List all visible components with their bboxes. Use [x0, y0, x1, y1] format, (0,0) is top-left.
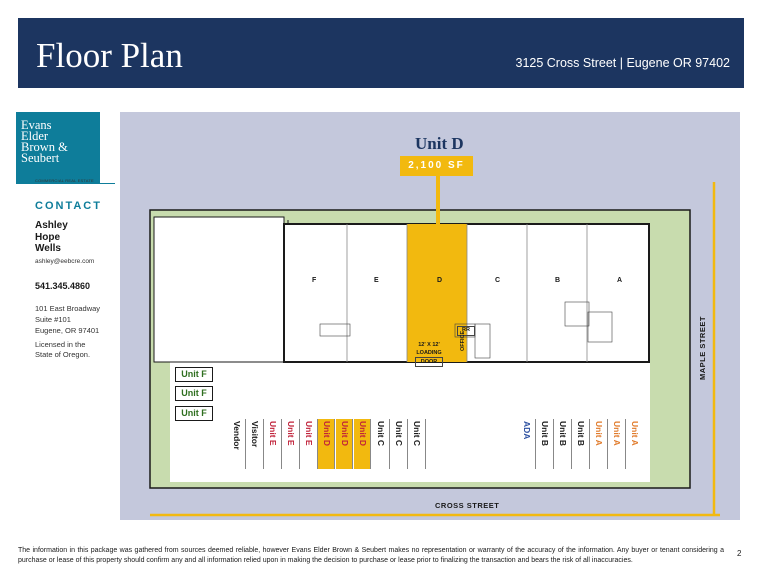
unit-f-label: Unit F	[181, 408, 207, 418]
stall-label: Vendor	[232, 421, 242, 450]
unit-size-label: 2,100 SF	[408, 160, 465, 171]
logo-line: Seubert	[21, 151, 60, 165]
cross-street-label: CROSS STREET	[435, 501, 500, 510]
property-address: 3125 Cross Street | Eugene OR 97402	[515, 56, 731, 70]
parking-stall: Unit B	[572, 419, 590, 469]
address-line: Eugene, OR 97401	[35, 326, 100, 335]
loading-door-box: DOOR	[415, 357, 443, 367]
parking-stall: Unit E	[264, 419, 282, 469]
stall-label: Unit E	[268, 421, 278, 446]
contact-phone: 541.345.4860	[35, 281, 91, 291]
parking-stall: Unit A	[608, 419, 626, 469]
unit-title: Unit D	[415, 134, 464, 153]
parking-stall: Unit C	[408, 419, 426, 469]
stall-label: Unit A	[612, 421, 622, 446]
floor-plan-drawing	[149, 176, 720, 517]
parking-stall: Visitor	[246, 419, 264, 469]
stall-label: Unit B	[540, 421, 550, 447]
contact-name-line: Wells	[35, 243, 61, 254]
stall-label: Unit D	[322, 421, 332, 447]
logo-line: Elder	[21, 129, 49, 143]
parking-stall-highlight: Unit D	[318, 419, 335, 469]
restroom-label: RR	[457, 326, 475, 336]
contact-email[interactable]: ashley@eebcre.com	[35, 258, 95, 265]
parking-stall-highlight: Unit D	[336, 419, 353, 469]
disclaimer: The information in this package was gath…	[18, 547, 724, 564]
parking-stall: Unit C	[372, 419, 390, 469]
loading-door-label: 12' X 12' LOADING DOOR	[411, 341, 447, 367]
address-line: 101 East Broadway	[35, 304, 101, 313]
unit-f-label: Unit F	[181, 369, 207, 379]
stall-label: ADA	[522, 421, 532, 440]
logo-line: Brown &	[21, 140, 68, 154]
unit-letter-c: C	[495, 277, 501, 284]
unit-f-box: Unit F	[175, 367, 213, 382]
parking-area	[170, 362, 650, 482]
license-line: Licensed in the	[35, 340, 86, 349]
stall-label: Unit C	[376, 421, 386, 447]
stall-label: Unit B	[558, 421, 568, 447]
unit-letter-e: E	[374, 277, 379, 284]
loading-line: DOOR	[420, 359, 438, 365]
address-line: Suite #101	[35, 315, 71, 324]
stall-label: Unit A	[630, 421, 640, 446]
floor-plan: Unit D 2,100 SF F E D C B A RR OFFICE 12…	[120, 112, 740, 520]
parking-stall: Unit E	[282, 419, 300, 469]
unit-size-badge	[400, 156, 473, 176]
page-header: Floor Plan 3125 Cross Street | Eugene OR…	[18, 18, 744, 88]
unit-letter-d: D	[437, 277, 443, 284]
license-line: State of Oregon.	[35, 349, 91, 359]
unit-letter-b: B	[555, 277, 561, 284]
parking-stall: Unit B	[554, 419, 572, 469]
stall-label: Unit C	[412, 421, 422, 447]
stall-label: Unit E	[304, 421, 314, 446]
parking-stall: Unit C	[390, 419, 408, 469]
contact-name-line: Ashley	[35, 220, 68, 231]
logo-line: Evans	[21, 118, 52, 132]
contact-address: 101 East Broadway Suite #101 Eugene, OR …	[35, 303, 100, 336]
contact-name: Ashley Hope Wells	[35, 220, 68, 255]
stall-label: Visitor	[250, 421, 260, 448]
unit-letter-f: F	[312, 277, 317, 284]
parking-stall: ADA	[518, 419, 536, 469]
stall-label: Unit A	[594, 421, 604, 446]
contact-heading: CONTACT	[35, 200, 102, 212]
unit-letter-a: A	[617, 277, 623, 284]
page-number: 2	[737, 549, 742, 558]
unit-d-highlight	[407, 224, 467, 362]
maple-street-label: MAPLE STREET	[698, 316, 707, 380]
parking-row-right: ADA Unit B Unit B Unit B Unit A Unit A U…	[518, 419, 644, 469]
adjacent-building	[153, 216, 285, 363]
contact-name-line: Hope	[35, 231, 60, 243]
loading-line: 12' X 12'	[418, 342, 440, 348]
license-note: Licensed in the State of Oregon.	[35, 340, 90, 359]
stall-label: Unit B	[576, 421, 586, 447]
parking-stall: Vendor	[228, 419, 246, 469]
unit-f-box: Unit F	[175, 406, 213, 421]
page-title: Floor Plan	[36, 36, 183, 75]
office-label: OFFICE	[460, 330, 466, 351]
company-logo: Evans Elder Brown & Seubert	[16, 112, 100, 184]
unit-f-box: Unit F	[175, 386, 213, 401]
logo-divider	[35, 183, 115, 184]
stall-label: Unit D	[340, 421, 350, 447]
unit-f-label: Unit F	[181, 388, 207, 398]
lot-border	[149, 209, 691, 489]
parking-stall-highlight: Unit D	[354, 419, 371, 469]
unit-pointer	[436, 176, 440, 224]
loading-line: LOADING	[416, 350, 442, 356]
parking-stall: Unit B	[536, 419, 554, 469]
parking-stall: Unit A	[626, 419, 644, 469]
stall-label: Unit C	[394, 421, 404, 447]
stall-label: Unit E	[286, 421, 296, 446]
logo-subtitle: COMMERCIAL REAL ESTATE	[35, 178, 94, 183]
parking-stall: Unit E	[300, 419, 318, 469]
parking-row-left: Vendor Visitor Unit E Unit E Unit E Unit…	[228, 419, 433, 469]
parking-stall: Unit A	[590, 419, 608, 469]
stall-label: Unit D	[358, 421, 368, 447]
